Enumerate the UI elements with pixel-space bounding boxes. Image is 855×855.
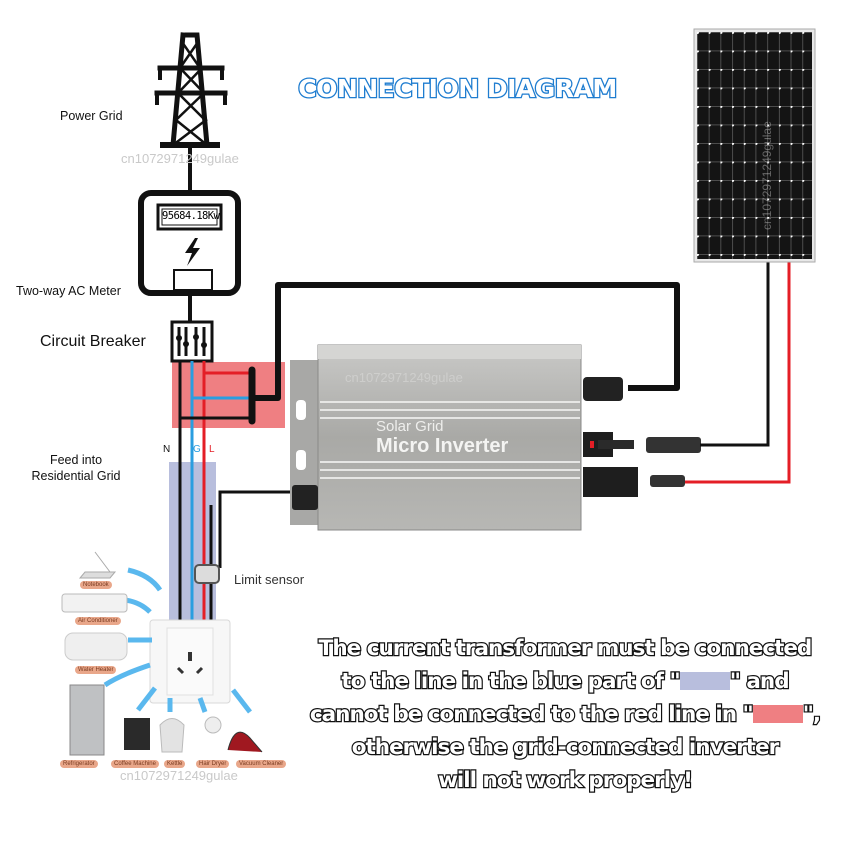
hair-dryer-icon bbox=[204, 716, 222, 734]
dc-negative-wire bbox=[700, 262, 770, 447]
circuit-breaker bbox=[170, 320, 214, 363]
red-swatch bbox=[752, 705, 803, 723]
diagram-title: CONNECTION DIAGRAM bbox=[297, 73, 619, 105]
notebook-icon bbox=[78, 551, 117, 579]
power-grid-label: Power Grid bbox=[60, 109, 123, 123]
notice-line5: will not work properly! bbox=[437, 767, 694, 794]
sensor-cable bbox=[218, 490, 300, 568]
appliances bbox=[61, 551, 263, 756]
meter-reading: 95684.18Kw bbox=[162, 210, 220, 222]
appliance-tag-air-conditioner: Air Conditioner bbox=[75, 617, 121, 625]
inverter-label-line1: Solar Grid bbox=[376, 418, 444, 435]
kettle-icon bbox=[159, 718, 185, 753]
appliance-tag-kettle: Kettle bbox=[164, 760, 186, 768]
solar-panel bbox=[693, 28, 816, 263]
feed-label-line1: Feed into bbox=[49, 453, 103, 467]
notice-line2-b: " and bbox=[729, 668, 791, 695]
notice-line3-b: ", bbox=[801, 701, 822, 728]
feed-label: Feed into Residential Grid bbox=[24, 452, 128, 484]
wire-label-n: N bbox=[163, 444, 171, 455]
appliance-tag-hair-dryer: Hair Dryer bbox=[196, 760, 230, 768]
appliance-tag-vacuum-cleaner: Vacuum Cleaner bbox=[236, 760, 287, 768]
limit-sensor-label: Limit sensor bbox=[234, 572, 305, 587]
lightning-icon bbox=[185, 238, 200, 266]
wall-socket-icon bbox=[149, 619, 231, 704]
limit-sensor-icon bbox=[194, 564, 220, 584]
appliance-tag-notebook: Notebook bbox=[80, 581, 112, 589]
water-heater-icon bbox=[64, 632, 128, 661]
power-flow-arrows bbox=[103, 567, 252, 714]
air-conditioner-icon bbox=[61, 593, 128, 613]
watermark: cn1072971249gulae bbox=[121, 151, 239, 166]
circuit-breaker-label: Circuit Breaker bbox=[40, 333, 146, 350]
appliance-tag-water-heater: Water Heater bbox=[75, 666, 117, 674]
notice-line2: to the line in the blue part of " " and bbox=[300, 665, 830, 698]
refrigerator-icon bbox=[69, 684, 105, 756]
ac-meter bbox=[138, 190, 241, 296]
warning-notice: The current transformer must be connecte… bbox=[300, 632, 830, 797]
panel-watermark: cn1072971249gulae bbox=[760, 121, 774, 230]
blue-swatch bbox=[679, 672, 730, 690]
inverter-watermark: cn1072971249gulae bbox=[345, 370, 463, 385]
wire-label-l: L bbox=[209, 444, 215, 455]
notice-line1: The current transformer must be connecte… bbox=[317, 635, 813, 662]
appliance-tag-refrigerator: Refrigerator bbox=[60, 760, 98, 768]
feed-label-line2: Residential Grid bbox=[31, 469, 121, 483]
dc-positive-wire bbox=[685, 262, 791, 484]
power-tower-icon bbox=[154, 32, 228, 148]
inverter-label-line2: Micro Inverter bbox=[376, 435, 509, 457]
vacuum-cleaner-icon bbox=[227, 731, 263, 753]
meter-label: Two-way AC Meter bbox=[16, 284, 121, 298]
ac-cable bbox=[252, 282, 680, 401]
micro-inverter bbox=[290, 344, 701, 531]
notice-line2-a: to the line in the blue part of " bbox=[340, 668, 682, 695]
coffee-machine-icon bbox=[124, 718, 150, 750]
watermark-bottom: cn1072971249gulae bbox=[120, 768, 238, 783]
notice-line3: cannot be connected to the red line in "… bbox=[300, 698, 830, 731]
notice-line3-a: cannot be connected to the red line in " bbox=[309, 701, 755, 728]
wire-label-g: G bbox=[193, 444, 201, 455]
appliance-tag-coffee-machine: Coffee Machine bbox=[111, 760, 159, 768]
notice-line4: otherwise the grid-connected inverter bbox=[351, 734, 781, 761]
